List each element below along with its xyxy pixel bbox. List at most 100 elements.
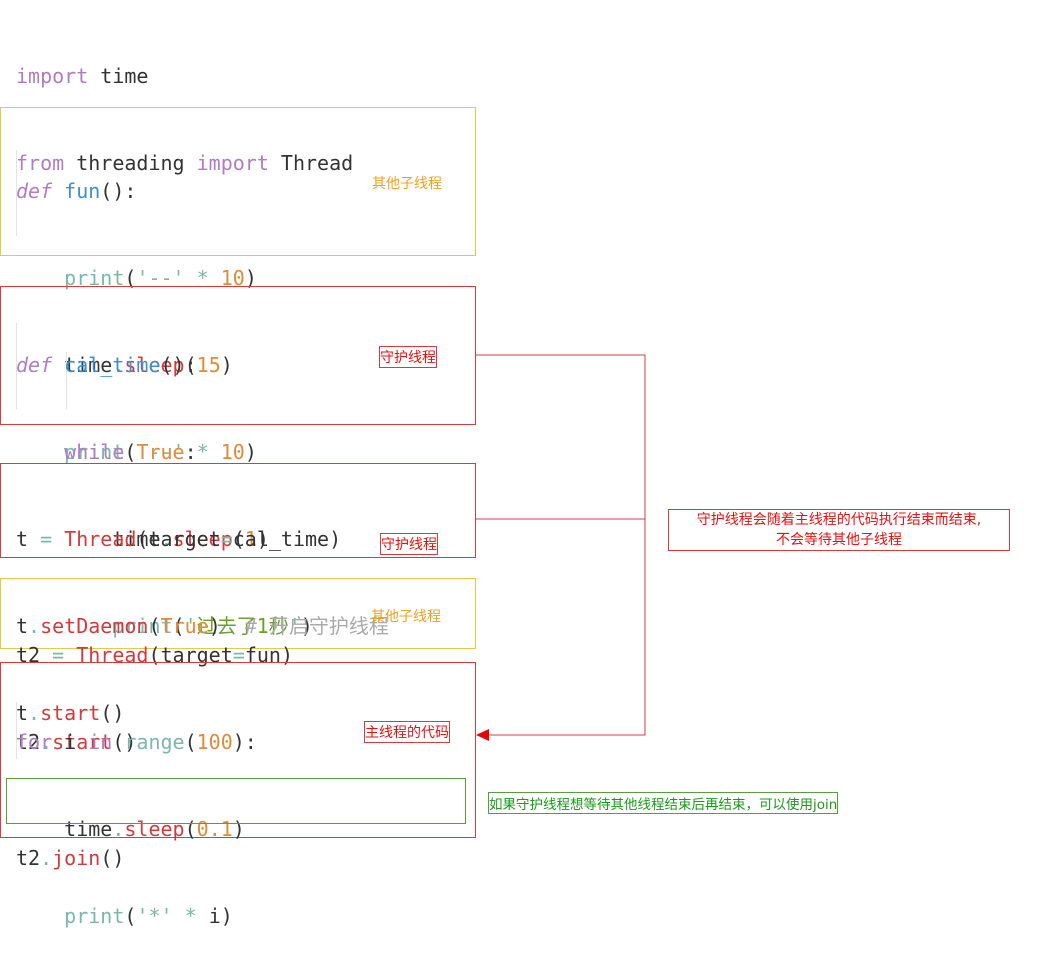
paren: ) [280,643,293,667]
paren: ( [124,904,137,928]
operator: = [28,527,65,551]
paren: ) [256,527,269,551]
operator: * [184,266,221,290]
code-line: t2.start() [16,728,293,757]
imports-code: import time from threading import Thread [16,4,353,207]
code-line: print('--' * 10) [16,438,257,467]
code-comment: # 开启守护线程 [220,614,389,638]
class-name: Thread [76,643,149,667]
fun-def-line: def fun(): [16,177,257,206]
object-name: time [64,353,113,377]
dot: . [28,701,41,725]
variable: t [16,614,29,638]
string-literal: '*' [136,904,173,928]
paren: ( [124,266,137,290]
print-builtin: print [64,904,125,928]
daemon-thread-setup-code: t = Thread(target=cal_time) t.setDaemon(… [16,467,389,757]
print-builtin: print [112,614,173,638]
join-explanation: 如果守护线程想等待其他线程结束后再结束，可以使用join [488,792,839,814]
number-literal: 10 [220,440,245,464]
loop-variable: i [208,904,221,928]
class-name: Thread [64,527,137,551]
import-keyword: import [16,64,89,88]
indent-guide [16,702,17,759]
signature: (): [160,353,197,377]
code-line: t.start() [16,699,389,728]
function-name: cal_time [64,353,161,377]
import-keyword: import [196,151,269,175]
from-keyword: from [16,151,65,175]
indent-guide [66,352,67,409]
dot: . [40,730,53,754]
print-builtin: print [64,440,125,464]
string-literal: '--' [136,440,185,464]
cal-time-code-box [0,286,476,425]
paren: ) [220,904,233,928]
number-literal: 15 [196,353,221,377]
daemon-thread-label: 守护线程 [379,346,437,368]
signature: (): [100,179,137,203]
paren: ) [220,353,233,377]
operator: = [220,527,233,551]
module-name: time [88,64,149,88]
import-time-line: import time [16,62,353,91]
string-literal: 过去了1秒 [196,614,289,638]
colon: : [184,440,197,464]
code-line: time.sleep(15) [16,351,257,380]
indent-guide [16,323,17,409]
daemon-explanation: 守护线程会随着主线程的代码执行结束而结束, 不会等待其他子线程 [668,509,1010,551]
paren: ) [244,440,257,464]
method-name: sleep [172,527,233,551]
other-thread-label: 其他子线程 [372,176,442,192]
daemon-thread-setup-box [0,463,476,558]
object-name: time [112,527,161,551]
code-line: t = Thread(target=cal_time) [16,525,389,554]
paren: () [112,730,137,754]
paren: ( [148,643,161,667]
in-keyword: in [88,730,113,754]
indent-guide [16,150,17,236]
number-literal: 1 [244,527,257,551]
while-keyword: while [64,440,125,464]
paren: ) [208,614,221,638]
paren: ( [124,440,137,464]
paren: ( [232,527,245,551]
variable: t [16,527,29,551]
method-name: setDaemon [40,614,149,638]
class-name: Thread [268,151,354,175]
main-thread-code-box [0,662,476,838]
paren: ( [136,527,149,551]
from-import-line: from threading import Thread [16,149,353,178]
other-thread-setup-code: t2 = Thread(target=fun) t2.start() [16,583,293,786]
connector-lines [476,354,646,741]
true-constant: True [136,440,185,464]
variable: t2 [16,730,41,754]
paren: ( [184,730,197,754]
daemon-thread-label: 守护线程 [380,533,438,555]
code-line: time.sleep(1) [16,525,313,554]
def-keyword: def [16,179,53,203]
daemon-connector [476,354,646,736]
loop-variable: i [52,730,89,754]
argument-value: cal_time [232,527,330,551]
for-line: for i in range(100): [16,728,257,757]
paren: ( [148,614,161,638]
operator: * [172,904,209,928]
code-line: print('过去了1秒') [16,612,312,641]
paren: ( [184,353,197,377]
variable: t [16,701,29,725]
true-constant: True [160,614,209,638]
variable: t2 [16,643,41,667]
other-thread-setup-box [0,578,476,649]
number-literal: 0.1 [196,817,233,841]
code-line: t.setDaemon(True) # 开启守护线程 [16,612,389,641]
module-name: threading [64,151,197,175]
paren: ): [232,730,257,754]
main-thread-label: 主线程的代码 [364,721,450,743]
argument-value: fun [244,643,281,667]
paren: ) [244,266,257,290]
function-name: fun [64,179,101,203]
method-name: sleep [124,353,185,377]
dot: . [160,527,173,551]
cal-time-code: def cal_time(): while True: time.sleep(1… [16,293,313,670]
